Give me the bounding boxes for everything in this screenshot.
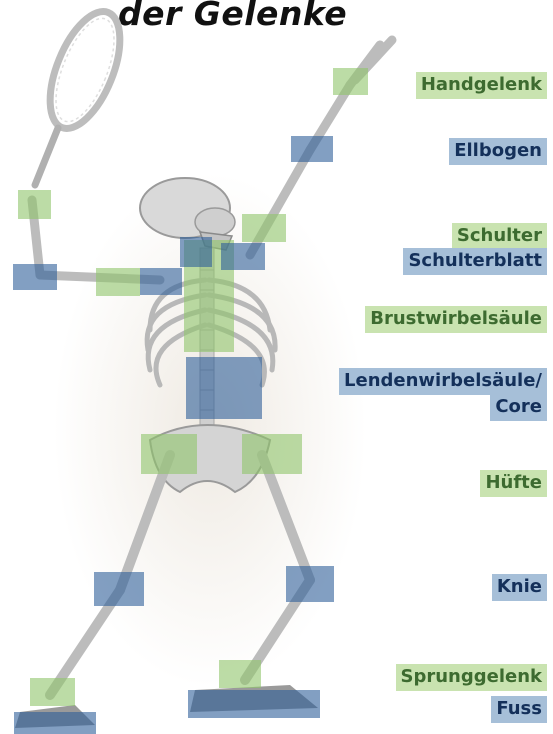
label-sprunggelenk: Sprunggelenk [396, 664, 548, 691]
marker-fuss-left [14, 712, 96, 734]
label-lendenwirbelsaeule: Lendenwirbelsäule/ [339, 368, 547, 395]
label-schulter: Schulter [452, 223, 547, 250]
marker-sprunggelenk [219, 660, 261, 688]
marker-handgelenk [333, 68, 368, 95]
tennis-racket-icon [35, 2, 134, 185]
marker-schulterblatt-left [140, 268, 182, 295]
marker-huefte-left [141, 434, 197, 474]
marker-schulterblatt-right [221, 243, 265, 270]
label-core: Core [490, 394, 547, 421]
marker-schulter-left [96, 268, 140, 296]
marker-fuss-right [188, 690, 320, 718]
label-schulterblatt: Schulterblatt [403, 248, 547, 275]
marker-knie-left [94, 572, 144, 606]
marker-lendenwirbelsaeule [186, 357, 262, 419]
marker-sprunggelenk-left [30, 678, 75, 706]
label-knie: Knie [492, 574, 547, 601]
marker-ellbogen [291, 136, 333, 162]
label-huefte: Hüfte [480, 470, 547, 497]
marker-schulterblatt [180, 237, 212, 267]
marker-handgelenk-left [18, 190, 51, 219]
label-handgelenk: Handgelenk [416, 72, 547, 99]
marker-ellbogen-left [13, 264, 57, 290]
label-ellbogen: Ellbogen [449, 138, 547, 165]
label-fuss: Fuss [491, 696, 547, 723]
marker-schulter [242, 214, 286, 242]
marker-knie-right [286, 566, 334, 602]
marker-huefte-right [242, 434, 302, 474]
label-brustwirbelsaeule: Brustwirbelsäule [365, 306, 547, 333]
